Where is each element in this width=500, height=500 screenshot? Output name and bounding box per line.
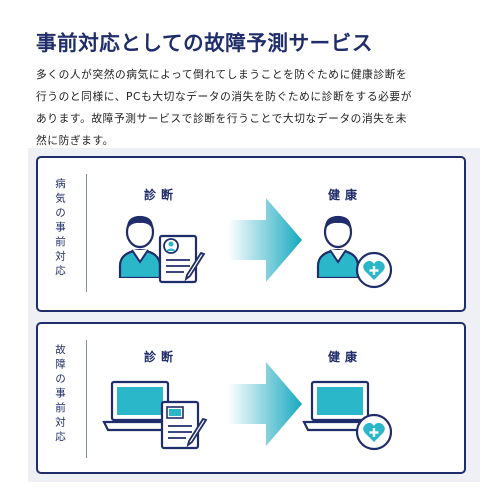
diagnosis-heading: 診断: [144, 188, 179, 202]
intro-paragraph: 多くの人が突然の病気によって倒れてしまうことを防ぐために健康診断を 行うのと同様…: [36, 64, 476, 152]
panel-side-label: 病気の事前対応: [54, 178, 66, 280]
panel-side-label: 故障の事前対応: [54, 344, 66, 446]
health-heading: 健康: [328, 350, 363, 364]
flow-arrow: [228, 362, 302, 446]
laptop-icon: [302, 380, 378, 432]
divider: [86, 340, 87, 458]
intro-line: 然に防ぎます。: [36, 134, 114, 147]
medical-document-icon: [158, 234, 206, 284]
intro-line: 多くの人が突然の病気によって倒れてしまうことを防ぐために健康診断を: [36, 68, 408, 81]
pc-document-icon: [160, 400, 208, 450]
heart-plus-icon: [355, 251, 393, 289]
diagnosis-heading: 診断: [144, 350, 179, 364]
flow-arrow: [228, 198, 302, 282]
page-title: 事前対応としての故障予測サービス: [36, 31, 373, 55]
divider: [86, 174, 87, 292]
failure-panel: 故障の事前対応 診断 健康: [36, 322, 466, 474]
heart-plus-icon: [355, 413, 393, 451]
health-heading: 健康: [328, 188, 363, 202]
person-icon: [316, 215, 360, 278]
intro-line: 行うのと同様に、PCも大切なデータの消失を防ぐために診断をする必要が: [36, 90, 412, 103]
intro-line: あります。故障予測サービスで診断を行うことで大切なデータの消失を未: [36, 112, 408, 125]
illness-panel: 病気の事前対応 診断 健康: [36, 156, 466, 312]
